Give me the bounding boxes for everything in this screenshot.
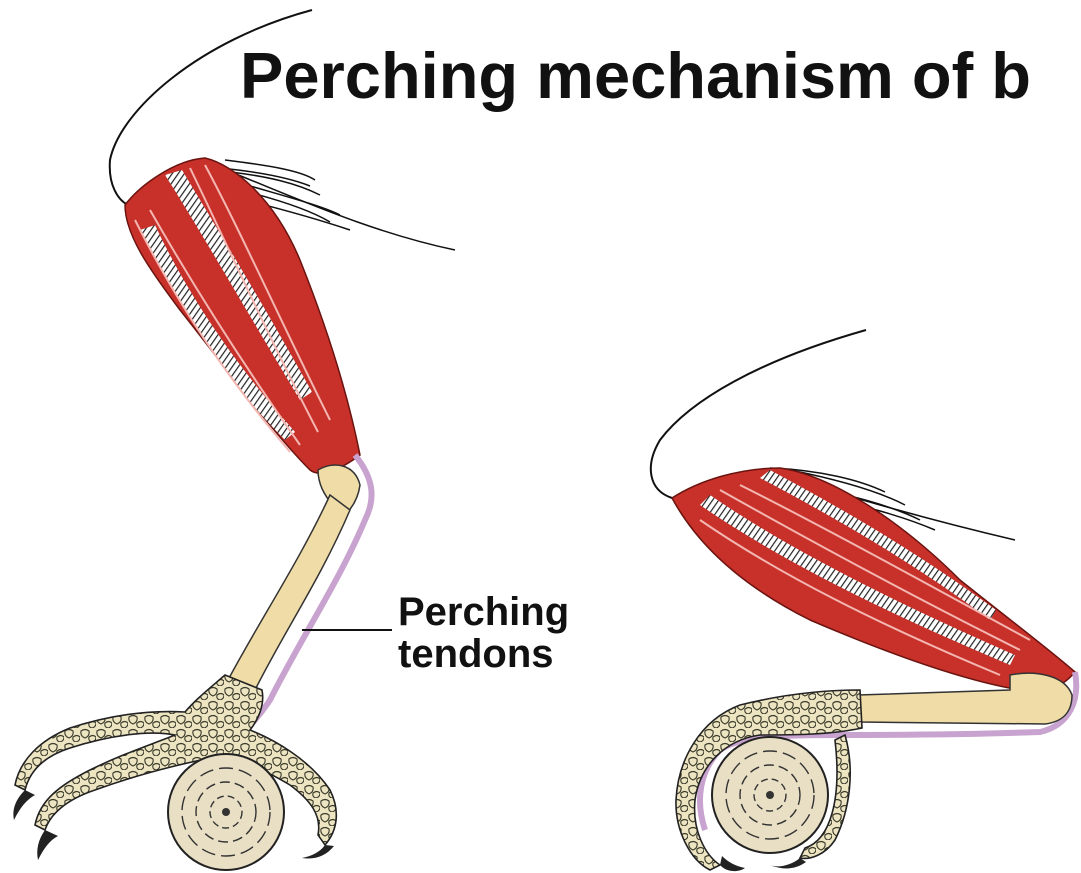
left-claw-3 [302, 845, 334, 859]
left-leg-extended [13, 10, 455, 870]
callout-label-perching: Perching [398, 592, 569, 632]
left-claw-2 [37, 830, 58, 860]
right-claw-2 [770, 858, 806, 868]
left-claw-1 [13, 790, 35, 820]
left-muscle [125, 158, 360, 473]
right-perch [712, 737, 828, 853]
callout-label-tendons: tendons [398, 634, 554, 674]
left-perch [168, 754, 284, 870]
right-bone [858, 673, 1072, 724]
right-leg-flexed [651, 330, 1076, 871]
right-claw-1 [720, 856, 745, 871]
page-title: Perching mechanism of b [240, 38, 1031, 113]
